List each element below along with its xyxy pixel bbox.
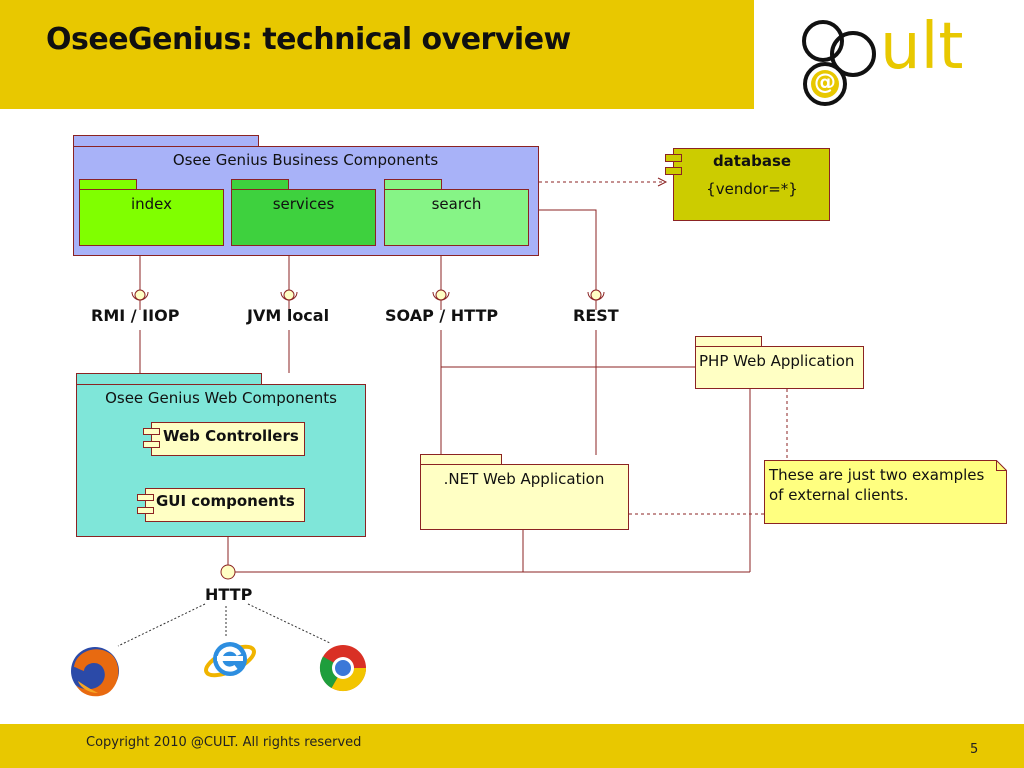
services-package — [231, 179, 376, 246]
search-package — [384, 179, 529, 246]
net-web-application — [420, 454, 629, 530]
search-label: search — [431, 195, 482, 213]
database-name: database — [712, 152, 792, 170]
net-web-application-label: .NET Web Application — [443, 470, 605, 488]
services-label: services — [272, 195, 335, 213]
logo-text: ult — [880, 10, 964, 84]
note-text: These are just two examples of external … — [769, 465, 984, 505]
cult-logo-icon — [802, 20, 876, 106]
firefox-icon — [71, 647, 119, 697]
interface-jvm-local: JVM local — [247, 306, 330, 325]
logo-at-symbol: @ — [814, 70, 836, 95]
footer-bar — [0, 724, 1024, 768]
note-box — [764, 460, 1007, 524]
note-line-2: of external clients. — [769, 486, 909, 504]
index-package — [79, 179, 224, 246]
interface-rest: REST — [573, 306, 619, 325]
web-controllers-component — [143, 422, 305, 456]
web-controllers-label: Web Controllers — [163, 427, 299, 445]
database-component — [665, 148, 830, 221]
internet-explorer-icon — [204, 642, 256, 678]
php-web-application — [695, 336, 864, 389]
interface-rmi-iiop: RMI / IIOP — [91, 306, 180, 325]
note-line-1: These are just two examples — [769, 466, 985, 484]
interface-soap-http: SOAP / HTTP — [385, 306, 499, 325]
title-bar — [0, 0, 754, 109]
page-number: 5 — [970, 742, 979, 757]
gui-components-label: GUI components — [156, 492, 295, 510]
chrome-icon — [319, 645, 367, 692]
business-package-title: Osee Genius Business Components — [172, 151, 439, 169]
database-vendor: {vendor=*} — [706, 180, 798, 198]
php-web-application-label: PHP Web Application — [699, 352, 855, 370]
gui-components-component — [137, 488, 305, 522]
index-label: index — [130, 195, 173, 213]
copyright-text: Copyright 2010 @CULT. All rights reserve… — [86, 735, 362, 750]
web-package-title: Osee Genius Web Components — [105, 389, 337, 407]
http-label: HTTP — [205, 585, 253, 604]
slide-title: OseeGenius: technical overview — [46, 22, 571, 57]
